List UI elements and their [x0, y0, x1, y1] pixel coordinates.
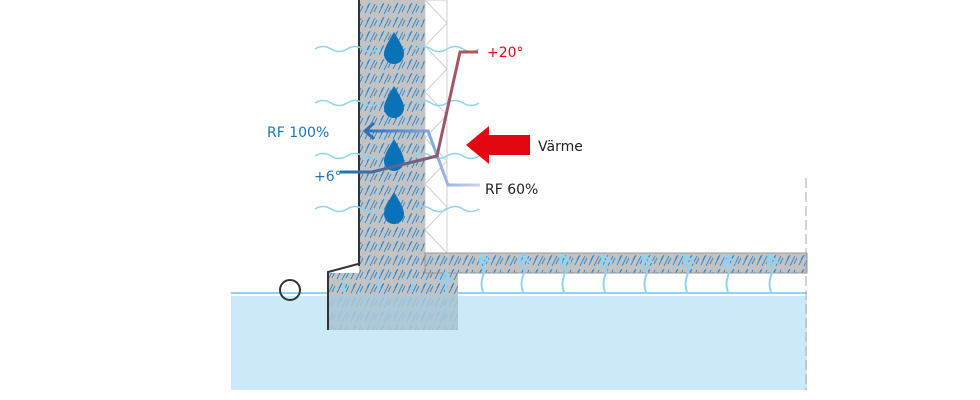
rh-high-label: RF 100%: [267, 125, 329, 141]
water-drop-icon: [384, 32, 404, 64]
footing-submerged: [328, 295, 458, 330]
water-drop-icon: [384, 86, 404, 118]
temp-outside-label: +6°: [314, 169, 342, 185]
rh-line: [367, 129, 480, 187]
rh-low-label: RF 60%: [485, 182, 538, 198]
water-drops: [384, 32, 404, 224]
temperature-line: [340, 50, 478, 174]
floor-slab: [424, 252, 808, 274]
temp-inside-label: +20°: [487, 45, 524, 61]
heat-label: Värme: [538, 139, 583, 155]
footing-outline: [327, 263, 359, 330]
ground-level-marker-icon: [279, 279, 301, 301]
heat-arrow-icon: [466, 126, 530, 164]
water-drop-icon: [384, 139, 404, 171]
water-drop-icon: [384, 192, 404, 224]
rh-arrowhead: [362, 121, 375, 141]
capillary-arrows: [343, 260, 773, 293]
ground-water: [231, 296, 807, 390]
